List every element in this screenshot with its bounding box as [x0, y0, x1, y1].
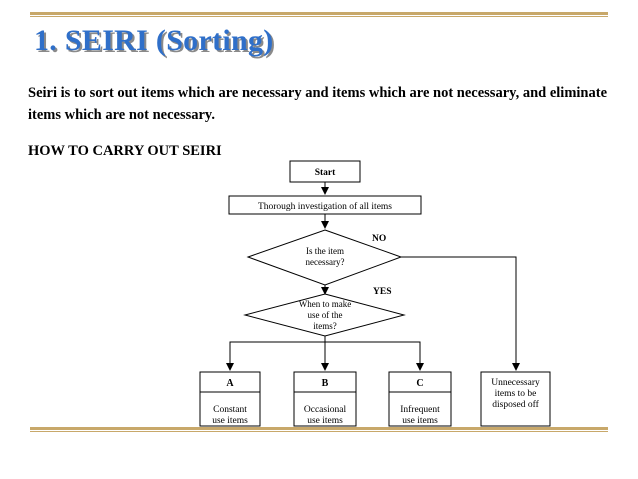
outcome-a-line-2: use items [212, 416, 248, 426]
unnecessary-line-1: Unnecessary [491, 378, 540, 388]
decision-when-line-3: items? [313, 321, 337, 331]
investigation-label: Thorough investigation of all items [258, 201, 392, 212]
page-title: 1. SEIRI (Sorting) [34, 24, 274, 57]
connector-no [401, 256, 520, 371]
outcome-b-line-2: use items [307, 416, 343, 426]
unnecessary-line-3: disposed off [492, 399, 539, 410]
outcome-a-box [199, 371, 261, 427]
decision-necessary-line-1: Is the item [306, 246, 344, 256]
start-box [289, 160, 361, 183]
yes-label: YES [373, 287, 391, 297]
unnecessary-box [480, 371, 551, 427]
outcome-c-line-2: use items [402, 416, 438, 426]
outcome-c-box [388, 371, 452, 427]
top-divider [30, 12, 608, 17]
outcome-a-line-1: Constant [213, 405, 247, 415]
description-text: Seiri is to sort out items which are nec… [28, 85, 608, 123]
decision-when-line-1: When to make [299, 299, 351, 309]
bottom-divider [30, 427, 608, 432]
investigation-box [228, 195, 422, 215]
unnecessary-line-2: items to be [495, 389, 537, 399]
decision-when-diamond [243, 293, 406, 337]
outcome-c-line-1: Infrequent [400, 404, 440, 415]
outcome-a-letter: A [226, 378, 234, 389]
outcome-b-box [293, 371, 357, 427]
section-heading: HOW TO CARRY OUT SEIRI [28, 143, 222, 159]
outcome-b-letter: B [322, 378, 329, 389]
outcome-c-letter: C [416, 378, 423, 389]
decision-necessary-diamond [246, 229, 403, 286]
no-label: NO [372, 234, 386, 244]
start-label: Start [315, 168, 336, 178]
decision-necessary-line-2: necessary? [306, 257, 345, 267]
decision-when-line-2: use of the [308, 310, 343, 320]
outcome-b-line-1: Occasional [304, 405, 347, 415]
